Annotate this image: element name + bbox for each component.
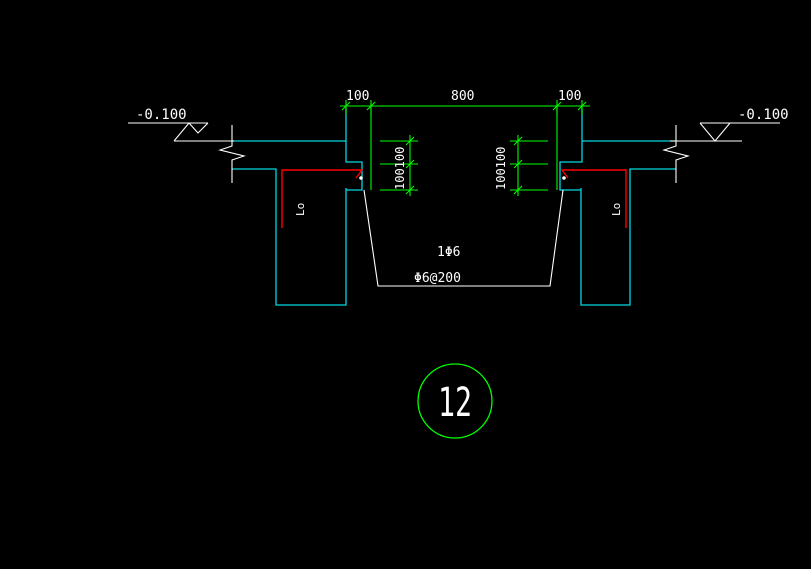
stirrup-label: Φ6@200 — [414, 271, 461, 286]
right-wall-upper — [559, 108, 583, 191]
right-slab-bottom-edge — [580, 168, 676, 306]
opening-dimension: 800 — [451, 89, 474, 104]
left-elevation-marker — [128, 122, 234, 142]
left-break-line — [218, 125, 246, 183]
concrete-section-outline — [232, 108, 676, 306]
right-anchor-label: Lo — [610, 203, 623, 216]
horizontal-dimension-line — [340, 100, 590, 190]
left-elevation-triangle — [188, 122, 209, 134]
right-vertical-dimension — [510, 135, 548, 196]
rebar-dots — [359, 176, 566, 180]
rebar-layout — [281, 169, 627, 228]
left-anchor-label: Lo — [294, 203, 307, 216]
white-linework — [218, 125, 690, 287]
left-corner-bar-dot — [359, 176, 363, 180]
right-corner-bar-dot — [562, 176, 566, 180]
left-vertical-dimension-label: 100100 — [393, 147, 407, 190]
main-bar-label: 1Φ6 — [437, 245, 460, 260]
left-wall-upper — [345, 108, 363, 191]
left-slab-bottom-edge — [232, 168, 347, 306]
right-anchor-bar — [560, 169, 627, 228]
right-break-line — [662, 125, 690, 183]
right-vertical-dimension-label: 100100 — [494, 147, 508, 190]
channel-liner — [363, 189, 564, 287]
detail-number-circle — [417, 363, 493, 439]
left-vertical-dimension — [380, 135, 418, 196]
right-elevation-marker — [670, 122, 780, 142]
left-wall-dimension: 100 — [346, 89, 369, 104]
right-wall-dimension: 100 — [558, 89, 581, 104]
right-elevation-label: -0.100 — [738, 107, 789, 123]
left-anchor-bar — [281, 169, 364, 228]
detail-number: 12 — [438, 380, 472, 426]
left-elevation-label: -0.100 — [136, 107, 187, 123]
